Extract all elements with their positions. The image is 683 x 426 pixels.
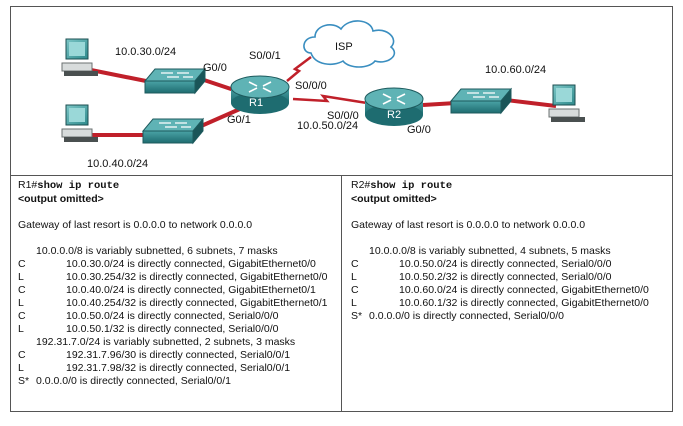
- r1-prompt: R1#: [18, 179, 38, 191]
- label-net-30: 10.0.30.0/24: [115, 46, 176, 58]
- route-row: C 192.31.7.96/30 is directly connected, S…: [18, 349, 338, 362]
- route-row: C 10.0.30.0/24 is directly connected, Gig…: [18, 258, 338, 271]
- serial-link-r1-r2: [292, 94, 368, 105]
- route-row: L 10.0.30.254/32 is directly connected, G…: [18, 271, 338, 284]
- label-r1-g01: G0/1: [227, 114, 251, 126]
- route-text: 10.0.30.254/32 is directly connected, Gi…: [66, 271, 328, 283]
- r1-subnet-header-1: 10.0.0.0/8 is variably subnetted, 6 subn…: [36, 245, 278, 257]
- route-row: C 10.0.50.0/24 is directly connected, Ser…: [351, 258, 669, 271]
- label-r1: R1: [249, 97, 263, 109]
- route-row: L 10.0.60.1/32 is directly connected, Gig…: [351, 297, 669, 310]
- r1-route-output: R1#show ip route <output omitted> Gatewa…: [18, 179, 338, 388]
- label-isp: ISP: [335, 41, 353, 53]
- route-code: C: [351, 258, 359, 270]
- switch-icon: [143, 67, 207, 95]
- route-row: S* 0.0.0.0/0 is directly connected, Seria…: [351, 310, 669, 323]
- switch-icon: [141, 117, 205, 145]
- route-code: L: [18, 297, 24, 309]
- route-row: L 10.0.50.2/32 is directly connected, Ser…: [351, 271, 669, 284]
- label-r2-g00: G0/0: [407, 124, 431, 136]
- r1-subnet-header-2: 192.31.7.0/24 is variably subnetted, 2 s…: [36, 336, 296, 348]
- link-pc30-sw1: [90, 68, 152, 84]
- pc-icon: [61, 104, 98, 142]
- route-code: S*: [351, 310, 363, 322]
- route-code: L: [18, 323, 24, 335]
- route-text: 10.0.50.0/24 is directly connected, Seri…: [399, 258, 612, 270]
- route-text: 10.0.30.0/24 is directly connected, Giga…: [66, 258, 316, 270]
- route-row: L 192.31.7.98/32 is directly connected, S…: [18, 362, 338, 375]
- route-text: 10.0.50.1/32 is directly connected, Seri…: [66, 323, 279, 335]
- r1-command: show ip route: [37, 180, 120, 192]
- route-code: C: [18, 258, 26, 270]
- switch-icon: [449, 87, 513, 115]
- label-r2-s000: S0/0/0: [327, 110, 359, 122]
- label-net-60: 10.0.60.0/24: [485, 64, 546, 76]
- route-text: 0.0.0.0/0 is directly connected, Serial0…: [369, 310, 564, 322]
- route-code: C: [351, 284, 359, 296]
- label-r2: R2: [387, 109, 401, 121]
- route-text: 10.0.60.0/24 is directly connected, Giga…: [399, 284, 649, 296]
- r2-route-output: R2#show ip route <output omitted> Gatewa…: [351, 179, 669, 323]
- route-row: C 10.0.60.0/24 is directly connected, Gig…: [351, 284, 669, 297]
- r1-command-line: R1#show ip route: [18, 179, 338, 193]
- r2-subnet-header-1: 10.0.0.0/8 is variably subnetted, 4 subn…: [369, 245, 611, 257]
- r2-omitted: <output omitted>: [351, 193, 437, 205]
- route-text: 10.0.60.1/32 is directly connected, Giga…: [399, 297, 649, 309]
- route-code: C: [18, 310, 26, 322]
- route-text: 10.0.50.2/32 is directly connected, Seri…: [399, 271, 612, 283]
- exhibit-frame: 10.0.30.0/24 10.0.40.0/24 10.0.50.0/24 1…: [10, 6, 673, 412]
- r2-command-line: R2#show ip route: [351, 179, 669, 193]
- router-r2-icon: [364, 87, 424, 126]
- label-net-40: 10.0.40.0/24: [87, 158, 148, 170]
- route-row: C 10.0.40.0/24 is directly connected, Gig…: [18, 284, 338, 297]
- route-code: C: [18, 284, 26, 296]
- r2-prompt: R2#: [351, 179, 371, 191]
- route-row: C 10.0.50.0/24 is directly connected, Ser…: [18, 310, 338, 323]
- route-text: 0.0.0.0/0 is directly connected, Serial0…: [36, 375, 231, 387]
- route-code: L: [18, 271, 24, 283]
- label-r1-s000: S0/0/0: [295, 80, 327, 92]
- route-code: L: [351, 271, 357, 283]
- pc-icon: [61, 38, 98, 76]
- label-r1-s001: S0/0/1: [249, 50, 281, 62]
- vertical-divider: [341, 175, 342, 411]
- route-text: 10.0.50.0/24 is directly connected, Seri…: [66, 310, 279, 322]
- r2-gateway: Gateway of last resort is 0.0.0.0 to net…: [351, 219, 586, 231]
- route-row: L 10.0.40.254/32 is directly connected, G…: [18, 297, 338, 310]
- route-code: C: [18, 349, 26, 361]
- route-row: L 10.0.50.1/32 is directly connected, Ser…: [18, 323, 338, 336]
- r1-omitted: <output omitted>: [18, 193, 104, 205]
- route-text: 10.0.40.0/24 is directly connected, Giga…: [66, 284, 316, 296]
- pc-icon: [548, 84, 585, 122]
- route-text: 192.31.7.98/32 is directly connected, Se…: [66, 362, 291, 374]
- route-code: S*: [18, 375, 30, 387]
- isp-cloud-icon: [303, 20, 396, 68]
- router-r1-icon: [230, 75, 290, 114]
- route-code: L: [351, 297, 357, 309]
- r1-gateway: Gateway of last resort is 0.0.0.0 to net…: [18, 219, 253, 231]
- label-r1-g00: G0/0: [203, 62, 227, 74]
- label-net-50: 10.0.50.0/24: [297, 120, 358, 132]
- route-code: L: [18, 362, 24, 374]
- route-row: S* 0.0.0.0/0 is directly connected, Seria…: [18, 375, 338, 388]
- link-sw3-pc60: [505, 98, 557, 108]
- network-topology: 10.0.30.0/24 10.0.40.0/24 10.0.50.0/24 1…: [61, 20, 585, 170]
- r2-command: show ip route: [370, 180, 453, 192]
- serial-link-r1-isp: [286, 56, 312, 82]
- route-text: 10.0.40.254/32 is directly connected, Gi…: [66, 297, 328, 309]
- route-text: 192.31.7.96/30 is directly connected, Se…: [66, 349, 291, 361]
